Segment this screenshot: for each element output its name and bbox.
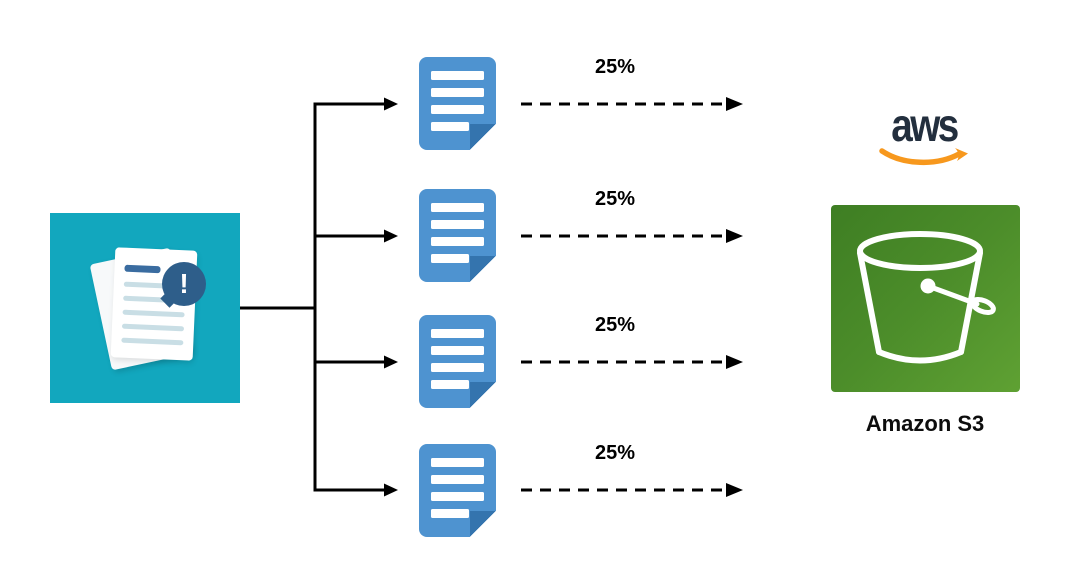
aws-logo: aws [872,99,976,170]
alert-badge-icon: ! [162,262,206,306]
aws-smile-icon [879,148,968,165]
part-percentage-label: 25% [594,188,636,210]
part-percentage-label: 25% [594,56,636,78]
s3-label: Amazon S3 [865,411,985,436]
folded-corner [470,382,496,408]
folded-corner [470,511,496,537]
aws-logo-text: aws [891,99,959,151]
part-percentage-label: 25% [594,314,636,336]
folded-corner [470,256,496,282]
dashed-arrowhead-1 [726,97,743,111]
dashed-arrowhead-4 [726,483,743,497]
part-percentage-label: 25% [594,442,636,464]
s3-bucket-tile [831,205,1020,392]
dashed-arrowhead-2 [726,229,743,243]
file-part-icon [419,189,496,282]
branch-arrowhead-3 [384,355,398,369]
source-file-tile: ! [50,213,240,403]
branch-arrowhead-1 [384,97,398,111]
branch-arrowhead-4 [384,483,398,497]
branch-arrowhead-2 [384,229,398,243]
alert-glyph: ! [179,268,189,299]
folded-corner [470,124,496,150]
doc-title-line [124,264,161,274]
file-part-icon [419,315,496,408]
s3-bucket-icon [857,231,996,364]
dashed-arrowhead-3 [726,355,743,369]
file-part-icon [419,444,496,537]
file-part-icon [419,57,496,150]
